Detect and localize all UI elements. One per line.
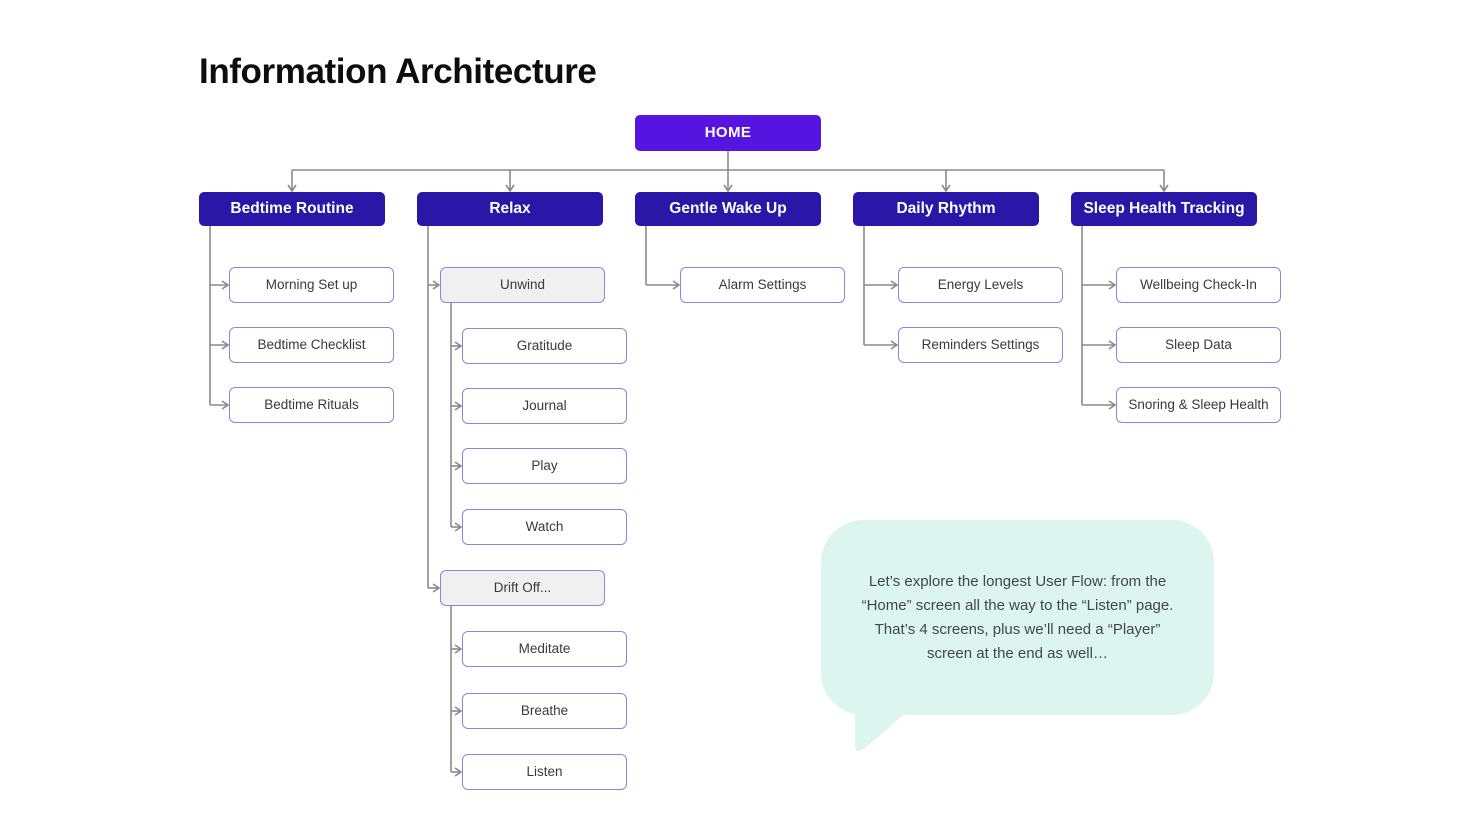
node-sleep-health-tracking[interactable]: Sleep Health Tracking [1071, 192, 1257, 226]
node-bedtime-routine[interactable]: Bedtime Routine [199, 192, 385, 226]
annotation-text: Let’s explore the longest User Flow: fro… [861, 572, 1174, 662]
node-journal[interactable]: Journal [462, 388, 627, 424]
annotation-bubble: Let’s explore the longest User Flow: fro… [821, 520, 1214, 715]
page-title: Information Architecture [199, 52, 597, 91]
node-snoring-sleep-health[interactable]: Snoring & Sleep Health [1116, 387, 1281, 423]
node-alarm-settings[interactable]: Alarm Settings [680, 267, 845, 303]
node-meditate[interactable]: Meditate [462, 631, 627, 667]
node-breathe[interactable]: Breathe [462, 693, 627, 729]
annotation-bubble-tail [855, 700, 921, 752]
node-energy-levels[interactable]: Energy Levels [898, 267, 1063, 303]
node-listen[interactable]: Listen [462, 754, 627, 790]
node-gratitude[interactable]: Gratitude [462, 328, 627, 364]
node-unwind[interactable]: Unwind [440, 267, 605, 303]
node-watch[interactable]: Watch [462, 509, 627, 545]
node-bedtime-rituals[interactable]: Bedtime Rituals [229, 387, 394, 423]
node-relax[interactable]: Relax [417, 192, 603, 226]
node-root[interactable]: HOME [635, 115, 821, 151]
node-wellbeing-check-in[interactable]: Wellbeing Check-In [1116, 267, 1281, 303]
node-drift-off[interactable]: Drift Off... [440, 570, 605, 606]
node-morning-set-up[interactable]: Morning Set up [229, 267, 394, 303]
node-daily-rhythm[interactable]: Daily Rhythm [853, 192, 1039, 226]
node-bedtime-checklist[interactable]: Bedtime Checklist [229, 327, 394, 363]
node-gentle-wake-up[interactable]: Gentle Wake Up [635, 192, 821, 226]
node-reminders-settings[interactable]: Reminders Settings [898, 327, 1063, 363]
node-play[interactable]: Play [462, 448, 627, 484]
node-sleep-data[interactable]: Sleep Data [1116, 327, 1281, 363]
